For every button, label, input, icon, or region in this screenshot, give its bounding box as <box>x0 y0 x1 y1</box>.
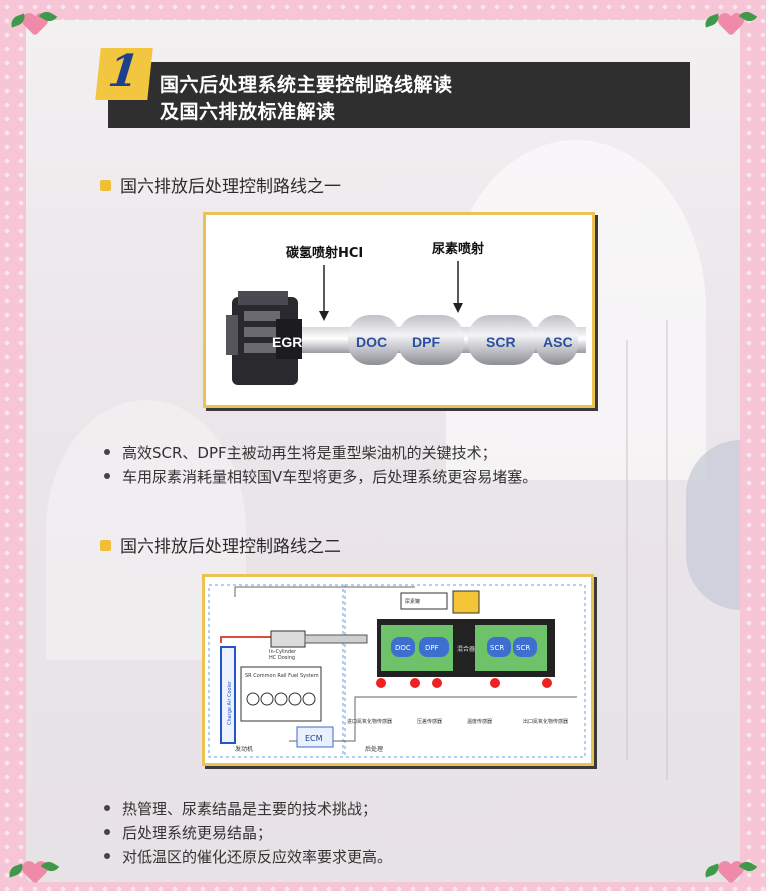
cylinder <box>246 692 260 706</box>
turbo <box>270 630 306 648</box>
engine-icon <box>226 291 302 385</box>
sensor-icon <box>410 678 420 688</box>
hci-injection-label: 碳氢喷射HCI <box>286 245 363 261</box>
urea-tank-label: 尿素罐 <box>405 598 420 605</box>
module-label-scr-2: SCR <box>516 644 530 652</box>
section-number: 1 <box>105 46 142 97</box>
after-zone <box>344 584 586 758</box>
sensor-label: 出口氮氧化物传感器 <box>523 718 568 725</box>
cooler-label: Charge Air Cooler <box>227 680 233 725</box>
bullet-dot-icon <box>104 829 110 835</box>
route1-bullet: 高效SCR、DPF主被动再生将是重型柴油机的关键技术； <box>104 442 497 463</box>
bullet-dot-icon <box>104 473 110 479</box>
route2-diagram: Charge Air Cooler SR Common Rail Fuel Sy… <box>202 574 594 766</box>
mixer-label: 混合器 <box>457 645 475 653</box>
hci-arrowhead <box>319 311 329 321</box>
engine-caption: 发动机 <box>235 745 253 753</box>
route2-bullet: 对低温区的催化还原反应效率要求更高。 <box>104 846 392 867</box>
fuel-system-label: SR Common Rail Fuel System <box>245 673 319 679</box>
engine-zone <box>208 584 344 758</box>
bullet-dot-icon <box>104 853 110 859</box>
cylinder <box>274 692 288 706</box>
sensor-icon <box>542 678 552 688</box>
bg-truck-tank <box>686 440 740 610</box>
dosing-pump <box>452 590 480 614</box>
route2-bullet: 后处理系统更易结晶； <box>104 822 272 843</box>
bg-structure <box>626 340 628 760</box>
cylinder <box>302 692 316 706</box>
urea-injection-label: 尿素喷射 <box>432 241 484 257</box>
urea-arrowhead <box>453 303 463 313</box>
doc-brick <box>391 637 415 657</box>
module-label-scr: SCR <box>486 334 516 350</box>
section-number-badge: 1 <box>95 46 153 100</box>
module-label-dpf: DPF <box>412 334 440 350</box>
route1-diagram-svg: EGR DOC DPF SCR ASC 碳氢喷射HCI 尿素喷射 <box>226 241 586 385</box>
square-bullet-icon <box>100 180 111 191</box>
module-label-doc: DOC <box>395 644 411 652</box>
scr-brick <box>513 637 537 657</box>
dpf-brick <box>419 637 449 657</box>
scr-brick <box>487 637 511 657</box>
cylinder <box>260 692 274 706</box>
asc-module <box>536 315 578 365</box>
route1-bullet: 车用尿素消耗量相较国V车型将更多，后处理系统更容易堵塞。 <box>104 466 537 487</box>
in-cylinder-label: In-Cylinder <box>269 649 297 655</box>
sensor-label: 进口氮氧化物传感器 <box>347 718 392 725</box>
aftertreatment-caption: 后处理 <box>365 745 383 753</box>
ecm-box <box>296 726 334 748</box>
sensor-icon <box>376 678 386 688</box>
module-label-dpf: DPF <box>425 644 439 652</box>
sensor-label: 温度传感器 <box>467 718 492 725</box>
engine-block <box>240 666 322 722</box>
content-card <box>26 20 740 882</box>
hc-dosing-label: HC Dosing <box>269 655 295 661</box>
route2-bullet: 热管理、尿素结晶是主要的技术挑战； <box>104 798 377 819</box>
wire <box>234 586 415 597</box>
route2-heading: 国六排放后处理控制路线之二 <box>100 532 341 557</box>
bullet-dot-icon <box>104 805 110 811</box>
route2-diagram-svg: Charge Air Cooler SR Common Rail Fuel Sy… <box>208 584 586 758</box>
module-label-asc: ASC <box>543 334 573 350</box>
module-label-doc: DOC <box>356 334 387 350</box>
urea-tank <box>400 592 448 610</box>
exhaust-pipe <box>304 634 368 644</box>
scr-module <box>468 315 536 365</box>
module-label-scr: SCR <box>490 644 504 652</box>
sensor-label: 压差传感器 <box>417 718 442 725</box>
ecm-label: ECM <box>305 734 323 743</box>
cylinder <box>288 692 302 706</box>
bullet-dot-icon <box>104 449 110 455</box>
section-title-bar: 国六后处理系统主要控制路线解读 及国六排放标准解读 <box>108 62 690 128</box>
doc-module <box>348 315 400 365</box>
sensor-icon <box>432 678 442 688</box>
section-title-line2: 及国六排放标准解读 <box>160 101 336 123</box>
sensor-icon <box>490 678 500 688</box>
square-bullet-icon <box>100 540 111 551</box>
charge-air-cooler <box>220 646 236 744</box>
section-title-line1: 国六后处理系统主要控制路线解读 <box>160 74 453 96</box>
route1-heading: 国六排放后处理控制路线之一 <box>100 172 341 197</box>
engine-egr-label: EGR <box>272 334 302 350</box>
bg-structure <box>666 320 668 780</box>
dpf-module <box>398 315 464 365</box>
route1-diagram: EGR DOC DPF SCR ASC 碳氢喷射HCI 尿素喷射 <box>203 212 595 408</box>
